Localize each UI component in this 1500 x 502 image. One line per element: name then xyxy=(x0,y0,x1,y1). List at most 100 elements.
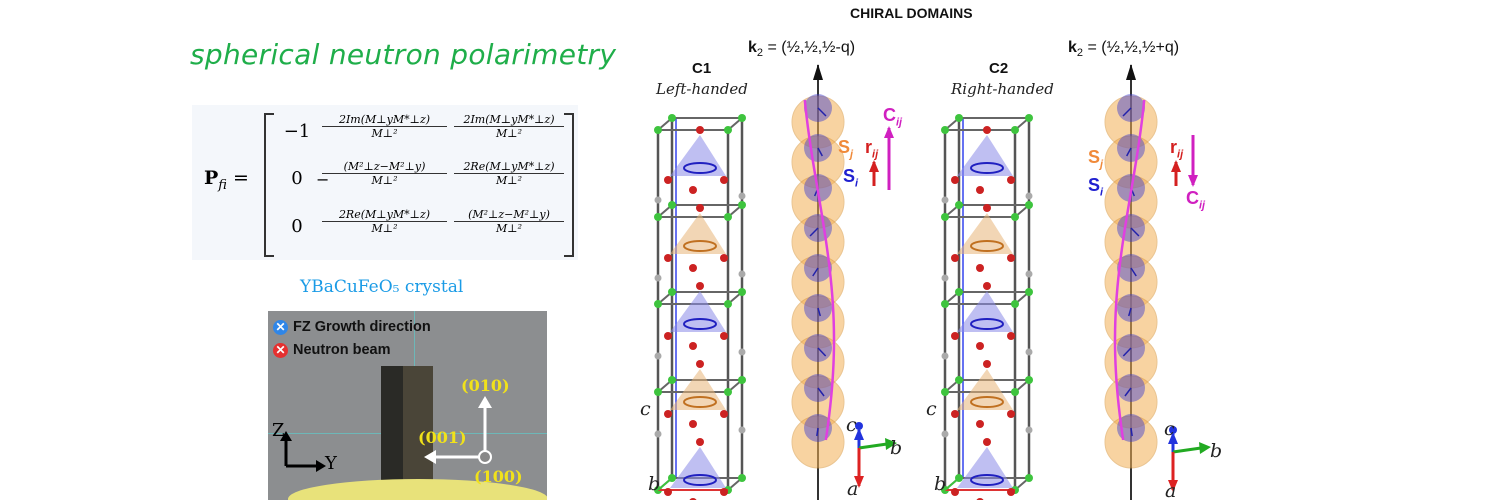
miller-001-label: (001) xyxy=(418,428,467,447)
domain-c1-label: C1 xyxy=(692,60,712,77)
propagation-arrowhead xyxy=(813,64,823,80)
matrix-lhs-subscript: fi xyxy=(218,177,227,193)
oxygen-atom xyxy=(1007,410,1015,418)
ba-atom xyxy=(1025,474,1033,482)
ba-atom xyxy=(1011,213,1019,221)
sj-label-c2: Sj xyxy=(1088,147,1104,171)
arrowhead-010 xyxy=(478,396,492,408)
pyramid xyxy=(957,369,1013,410)
oxygen-atom xyxy=(689,342,697,350)
y-atom xyxy=(738,270,746,278)
domain-c2-label: C2 xyxy=(989,60,1009,77)
oxygen-atom xyxy=(696,438,704,446)
miller-100-label: (100) xyxy=(474,467,523,486)
ba-atom xyxy=(1025,288,1033,296)
cij-arrow-c1-up-head xyxy=(884,126,894,138)
cell-c-label-c1: c xyxy=(640,398,651,420)
oxygen-atom xyxy=(976,420,984,428)
ba-atom xyxy=(1025,114,1033,122)
y-atom xyxy=(738,348,746,356)
y-atom xyxy=(941,430,949,438)
y-atom xyxy=(1025,192,1033,200)
oxygen-atom xyxy=(1007,176,1015,184)
spin-cone-ring xyxy=(970,162,1004,174)
ba-atom xyxy=(724,388,732,396)
oxygen-atom xyxy=(1007,332,1015,340)
ba-atom xyxy=(941,213,949,221)
matrix-entry: 0 xyxy=(291,168,303,189)
pyramid xyxy=(957,447,1013,488)
cell-b-label-c2: b xyxy=(934,473,947,495)
axis-a-label-c1: a xyxy=(847,478,859,500)
matrix-denominator: M⊥² xyxy=(495,127,523,140)
spherical-neutron-polarimetry-title: spherical neutron polarimetry xyxy=(190,38,617,71)
ba-atom xyxy=(668,288,676,296)
ba-atom xyxy=(654,300,662,308)
b-axis-arrow-head xyxy=(1199,442,1211,454)
y-atom xyxy=(654,196,662,204)
matrix-numerator: (M²⊥z−M²⊥y) xyxy=(322,160,447,174)
arrowhead-001 xyxy=(424,450,436,464)
cell-c-label-c2: c xyxy=(926,398,937,420)
oxygen-atom xyxy=(1007,254,1015,262)
oxygen-atom xyxy=(689,420,697,428)
k-subscript: 2 xyxy=(1076,47,1084,60)
b-axis-arrow xyxy=(858,442,888,450)
y-arrowhead xyxy=(316,460,326,472)
matrix-lhs: Pfi = xyxy=(204,167,249,193)
legend-growth-direction: ✕ FZ Growth direction xyxy=(273,319,431,335)
spin-cone-ring xyxy=(683,396,717,408)
b-axis-edge xyxy=(657,477,673,491)
oxygen-atom xyxy=(983,204,991,212)
oxygen-atom xyxy=(696,204,704,212)
ba-atom xyxy=(1011,126,1019,134)
spin-vector xyxy=(1130,267,1137,277)
matrix-entry: 0 xyxy=(291,216,303,237)
ba-atom xyxy=(941,388,949,396)
c-axis-dot xyxy=(855,422,863,430)
si-label-c1: Si xyxy=(843,166,859,190)
oxygen-atom xyxy=(664,254,672,262)
k-subscript: 2 xyxy=(756,47,764,60)
helix-envelope xyxy=(803,99,836,441)
y-atom xyxy=(738,192,746,200)
ba-atom xyxy=(955,201,963,209)
cij-arrow-c2-down-head xyxy=(1188,175,1198,187)
ba-atom xyxy=(955,376,963,384)
spin-vector xyxy=(817,147,823,157)
cij-label-c2: Cij xyxy=(1186,188,1206,212)
chiral-domains-title: CHIRAL DOMAINS xyxy=(850,5,973,21)
ba-atom xyxy=(1011,388,1019,396)
spin-vector xyxy=(817,107,827,117)
spin-vector xyxy=(812,267,819,277)
axis-b-label-c2: b xyxy=(1210,440,1223,462)
matrix-numerator: 2Re(M⊥yM*⊥z) xyxy=(454,160,564,174)
oxygen-atom xyxy=(689,264,697,272)
oxygen-atom xyxy=(720,488,728,496)
spin-cone-ring xyxy=(970,396,1004,408)
cross-circle-100-icon xyxy=(478,450,492,464)
matrix-numerator: 2Im(M⊥yM*⊥z) xyxy=(322,113,447,127)
spin-vector xyxy=(1122,347,1132,357)
ba-atom xyxy=(738,376,746,384)
matrix-cell: 2Im(M⊥yM*⊥z)M⊥² xyxy=(322,113,447,140)
y-atom xyxy=(941,352,949,360)
oxygen-atom xyxy=(720,332,728,340)
matrix-cell: 2Re(M⊥yM*⊥z)M⊥² xyxy=(454,160,564,187)
ba-atom xyxy=(738,288,746,296)
matrix-cell: 2Im(M⊥yM*⊥z)M⊥² xyxy=(454,113,564,140)
pyramid xyxy=(670,213,726,254)
y-atom xyxy=(654,430,662,438)
legend-label: FZ Growth direction xyxy=(293,319,431,335)
domain-c2-propagation-vector: k2 = (½,½,½+q) xyxy=(1068,39,1179,59)
spin-cone-ring xyxy=(683,162,717,174)
ba-atom xyxy=(955,288,963,296)
k-symbol: k xyxy=(748,39,757,56)
oxygen-atom xyxy=(976,342,984,350)
rij-label-c2: rij xyxy=(1170,137,1184,161)
crystal-photo: ✕ FZ Growth direction ✕ Neutron beam Z Y… xyxy=(268,311,547,500)
spin-vector xyxy=(1130,427,1133,437)
domain-c2-handedness: Right-handed xyxy=(951,80,1054,98)
oxygen-atom xyxy=(696,282,704,290)
